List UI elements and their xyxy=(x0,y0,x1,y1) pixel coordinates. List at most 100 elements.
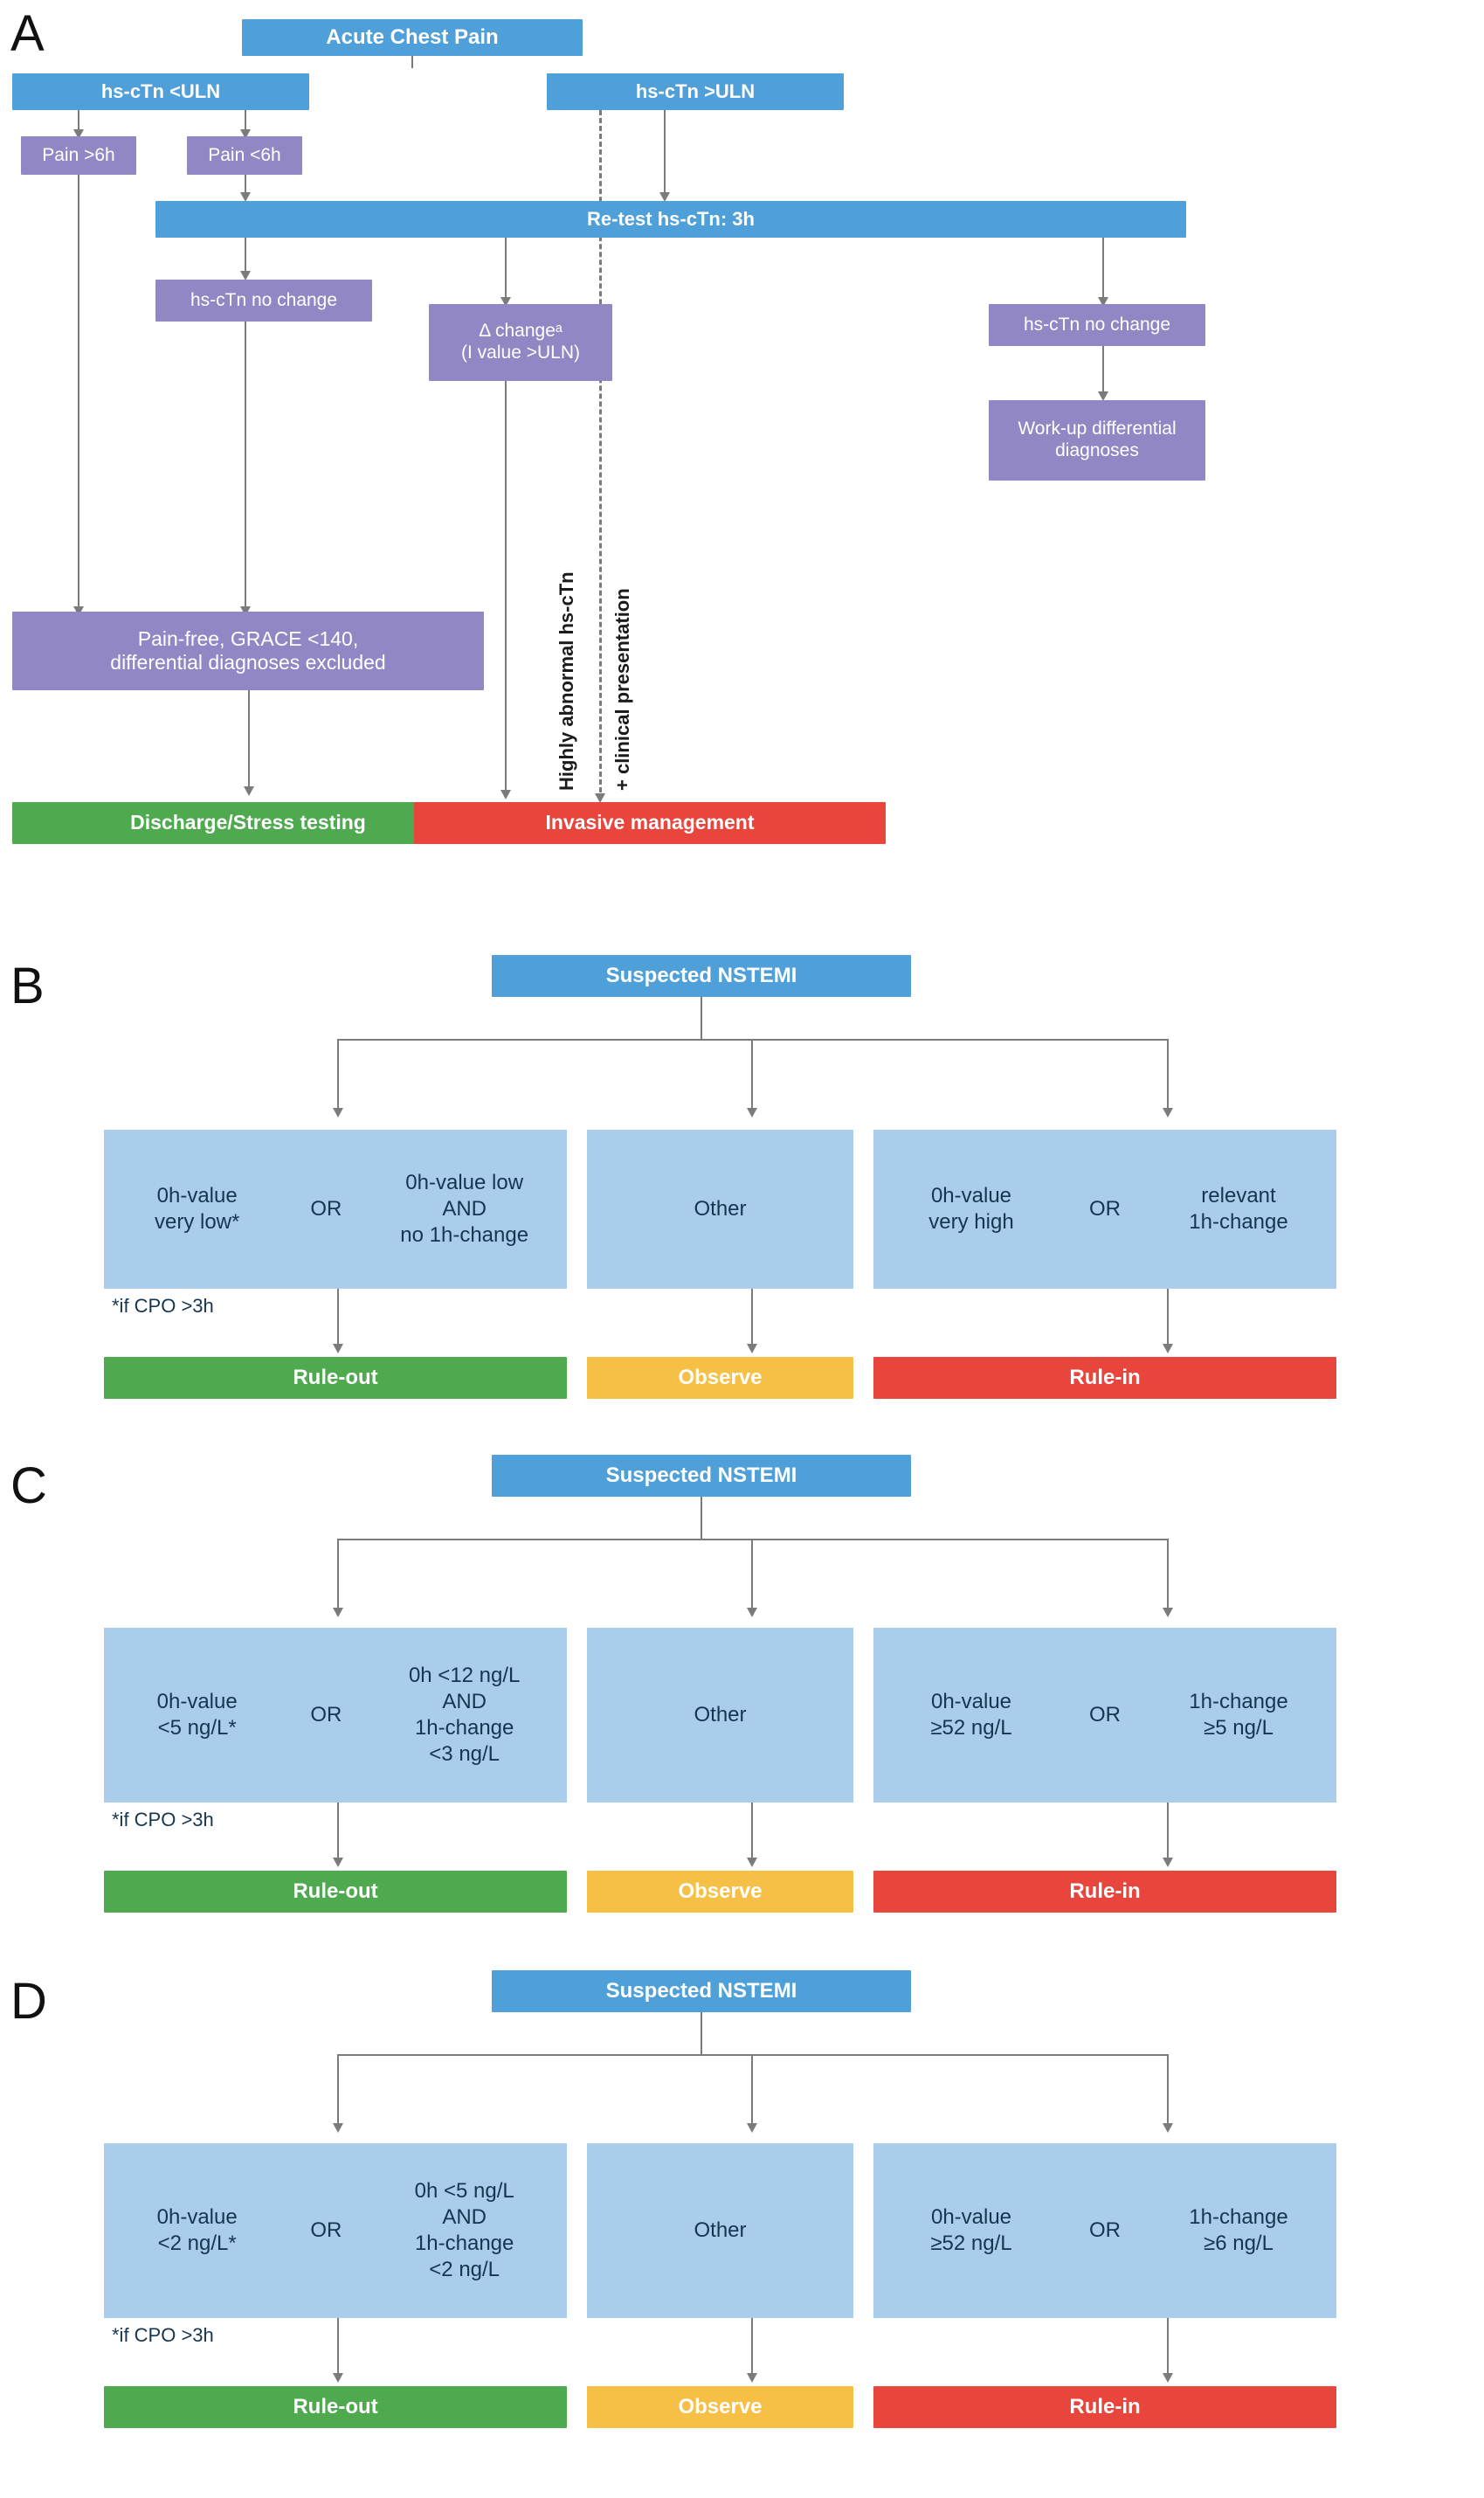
panel-c-branch-2-operator: OR xyxy=(1089,1703,1121,1726)
panel-c-branch-2-left: 0h-value ≥52 ng/L xyxy=(930,1690,1012,1740)
panel-c-branch-1-box: Other xyxy=(587,1628,853,1803)
arrowhead-retest-left xyxy=(240,192,251,202)
panel-d-out-right xyxy=(1167,2318,1169,2379)
panel-d-branch-2-left: 0h-value ≥52 ng/L xyxy=(930,2205,1012,2255)
panel-c-branch-1-left: Other xyxy=(694,1703,747,1726)
panel-b-branch-0-right: 0h-value low AND no 1h-change xyxy=(400,1171,529,1247)
panel-b-drop-right xyxy=(1167,1039,1169,1114)
panel-letter-c: C xyxy=(10,1457,47,1514)
node-pain-lt-6h: Pain <6h xyxy=(187,136,302,175)
connector-pain6minus-retest xyxy=(245,175,246,197)
node-pain-free-grace: Pain-free, GRACE <140, differential diag… xyxy=(12,612,484,690)
panel-d-drop-right xyxy=(1167,2054,1169,2129)
connector-rbranch-retest xyxy=(664,110,666,197)
node-delta-change: Δ changeᵃ (I value >ULN) xyxy=(429,304,612,381)
panel-c-out-right xyxy=(1167,1803,1169,1864)
panel-b-out-arrow-right xyxy=(1163,1344,1173,1353)
arrowhead-painfree-right xyxy=(240,606,251,616)
panel-d-outcome-rule-out: Rule-out xyxy=(104,2386,567,2428)
arrowhead-delta xyxy=(500,297,511,307)
panel-b-out-arrow-mid xyxy=(747,1344,757,1353)
panel-d-branch-0-operator: OR xyxy=(310,2218,342,2242)
arrowhead-painfree-left xyxy=(73,606,84,616)
panel-b-branch-2-left: 0h-value very high xyxy=(928,1184,1014,1234)
panel-d-arrow-left xyxy=(333,2123,343,2133)
node-workup-differential: Work-up differential diagnoses xyxy=(989,400,1205,481)
panel-b-outcome-rule-out: Rule-out xyxy=(104,1357,567,1399)
node-invasive-management: Invasive management xyxy=(414,802,886,844)
panel-b-arrow-left xyxy=(333,1108,343,1118)
panel-c-arrow-left xyxy=(333,1608,343,1617)
panel-c-outcome-observe: Observe xyxy=(587,1871,853,1913)
arrowhead-highly-abnormal xyxy=(595,793,605,803)
panel-b-branch-2-operator: OR xyxy=(1089,1197,1121,1221)
panel-b-branch-2-box: 0h-value very high OR relevant 1h-change xyxy=(873,1130,1336,1289)
panel-d-out-left xyxy=(337,2318,339,2379)
connector-pain6plus-painfree xyxy=(78,175,79,612)
panel-c-branch-2-right: 1h-change ≥5 ng/L xyxy=(1189,1690,1288,1740)
panel-b-root-stem xyxy=(701,997,702,1040)
panel-d-outcome-rule-in: Rule-in xyxy=(873,2386,1336,2428)
panel-c-out-arrow-left xyxy=(333,1858,343,1867)
panel-c-branch-0-box: 0h-value <5 ng/L* OR 0h <12 ng/L AND 1h-… xyxy=(104,1628,567,1803)
panel-c-out-arrow-mid xyxy=(747,1858,757,1867)
panel-letter-a: A xyxy=(10,5,45,62)
panel-c-arrow-right xyxy=(1163,1608,1173,1617)
panel-d-drop-left xyxy=(337,2054,339,2129)
connector-lbranch-pain6plus xyxy=(78,110,79,133)
panel-b-outcome-observe: Observe xyxy=(587,1357,853,1399)
panel-b-out-mid xyxy=(751,1289,753,1350)
node-hs-ctn-above-uln: hs-cTn >ULN xyxy=(547,73,844,110)
panel-c-branch-0-right: 0h <12 ng/L AND 1h-change <3 ng/L xyxy=(408,1664,521,1766)
panel-b-drop-mid xyxy=(751,1039,753,1114)
connector-delta-invasive xyxy=(505,381,507,797)
node-hs-ctn-below-uln: hs-cTn <ULN xyxy=(12,73,309,110)
arrowhead-workup xyxy=(1098,391,1108,401)
panel-c-outcome-rule-in: Rule-in xyxy=(873,1871,1336,1913)
panel-letter-d: D xyxy=(10,1973,47,2030)
arrowhead-pain6plus xyxy=(73,129,84,139)
panel-c-node-suspected-nstemi: Suspected NSTEMI xyxy=(492,1455,911,1497)
panel-d-branch-2-right: 1h-change ≥6 ng/L xyxy=(1189,2205,1288,2255)
panel-b-branch-1-box: Other xyxy=(587,1130,853,1289)
panel-b-branch-0-box: 0h-value very low* OR 0h-value low AND n… xyxy=(104,1130,567,1289)
node-discharge-stress-testing: Discharge/Stress testing xyxy=(12,802,484,844)
panel-c-drop-right xyxy=(1167,1539,1169,1614)
connector-nochange-workup xyxy=(1102,346,1104,397)
panel-b-branch-0-operator: OR xyxy=(310,1197,342,1221)
arrowhead-nochange-right xyxy=(1098,297,1108,307)
connector-painfree-discharge xyxy=(248,690,250,793)
side-label-clinical-presentation: + clinical presentation xyxy=(611,588,633,791)
panel-b-drop-left xyxy=(337,1039,339,1114)
panel-c-out-mid xyxy=(751,1803,753,1864)
panel-c-arrow-mid xyxy=(747,1608,757,1617)
panel-b-node-suspected-nstemi: Suspected NSTEMI xyxy=(492,955,911,997)
side-label-highly-abnormal: Highly abnormal hs-cTn xyxy=(556,571,577,791)
panel-d-node-suspected-nstemi: Suspected NSTEMI xyxy=(492,1970,911,2012)
arrowhead-invasive xyxy=(500,790,511,799)
panel-c-branch-0-left: 0h-value <5 ng/L* xyxy=(156,1690,238,1740)
panel-c-branch-0-operator: OR xyxy=(310,1703,342,1726)
panel-b-footnote: *if CPO >3h xyxy=(112,1295,214,1317)
node-pain-gt-6h: Pain >6h xyxy=(21,136,136,175)
arrowhead-discharge xyxy=(244,786,254,796)
panel-b-outcome-rule-in: Rule-in xyxy=(873,1357,1336,1399)
arrowhead-pain6minus xyxy=(240,129,251,139)
panel-b-branch-0-left: 0h-value very low* xyxy=(154,1184,240,1234)
connector-nochange-painfree xyxy=(245,322,246,613)
panel-c-branch-2-box: 0h-value ≥52 ng/L OR 1h-change ≥5 ng/L xyxy=(873,1628,1336,1803)
panel-c-drop-left xyxy=(337,1539,339,1614)
panel-d-outcome-observe: Observe xyxy=(587,2386,853,2428)
panel-d-branch-0-box: 0h-value <2 ng/L* OR 0h <5 ng/L AND 1h-c… xyxy=(104,2143,567,2318)
panel-b-out-left xyxy=(337,1289,339,1350)
connector-retest-delta xyxy=(505,238,507,302)
panel-b-arrow-right xyxy=(1163,1108,1173,1118)
panel-d-arrow-mid xyxy=(747,2123,757,2133)
connector-retest-nochange-left xyxy=(245,238,246,276)
panel-d-drop-mid xyxy=(751,2054,753,2129)
panel-b-out-arrow-left xyxy=(333,1344,343,1353)
connector-retest-nochange-right xyxy=(1102,238,1104,302)
node-hs-ctn-no-change-left: hs-cTn no change xyxy=(155,280,372,322)
panel-d-branch-1-left: Other xyxy=(694,2218,747,2242)
